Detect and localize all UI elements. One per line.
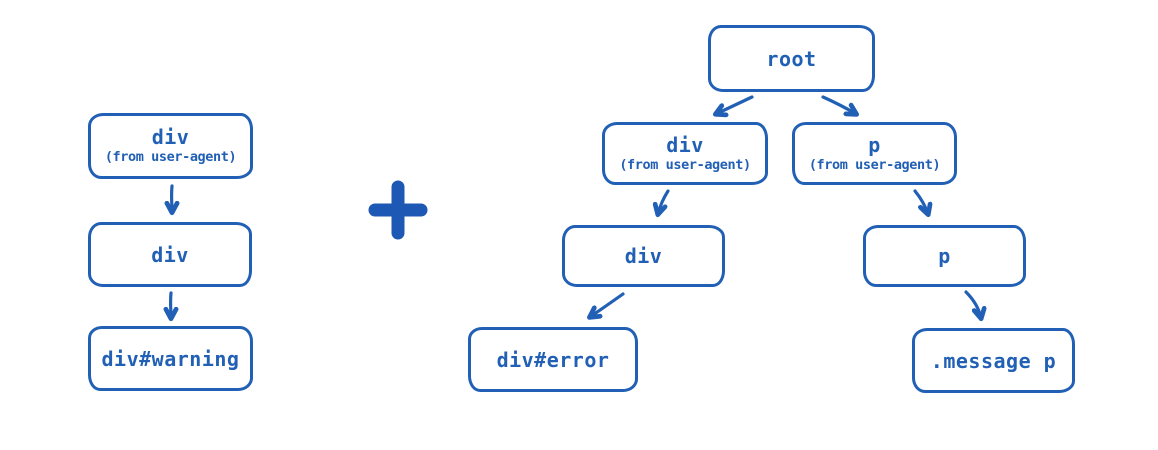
arrow-divua-to-div bbox=[658, 189, 670, 214]
arrow-pua-to-p bbox=[913, 189, 928, 214]
node-sublabel: (from user-agent) bbox=[104, 149, 237, 166]
tree2-node-message-p: .message p bbox=[912, 328, 1075, 393]
node-label: div bbox=[151, 125, 190, 150]
node-sublabel: (from user-agent) bbox=[808, 156, 941, 173]
tree2-node-root: root bbox=[708, 25, 875, 92]
tree1-node-div-user-agent: div (from user-agent) bbox=[88, 113, 253, 179]
node-label: div bbox=[666, 132, 704, 157]
tree2-node-p: p bbox=[863, 225, 1026, 287]
node-label: root bbox=[766, 46, 817, 71]
tree1-node-div: div bbox=[88, 222, 252, 287]
tree1-node-div-warning: div#warning bbox=[88, 326, 253, 391]
arrow-root-to-pua bbox=[821, 95, 856, 114]
node-label: div#error bbox=[496, 347, 610, 372]
plus-icon bbox=[368, 180, 428, 240]
node-label: p bbox=[938, 244, 951, 268]
arrow-p-to-messagep bbox=[964, 290, 981, 318]
tree2-node-p-user-agent: p (from user-agent) bbox=[792, 122, 957, 185]
node-sublabel: (from user-agent) bbox=[619, 156, 751, 173]
node-label: div bbox=[624, 244, 663, 268]
tree2-node-div: div bbox=[562, 225, 725, 287]
tree2-node-div-error: div#error bbox=[468, 327, 638, 392]
tree2-node-div-user-agent: div (from user-agent) bbox=[602, 122, 768, 185]
node-label: p bbox=[868, 132, 881, 157]
node-label: div#warning bbox=[101, 346, 240, 371]
arrow-root-to-divua bbox=[716, 95, 754, 114]
node-label: div bbox=[151, 242, 189, 267]
node-label: .message p bbox=[930, 348, 1057, 373]
arrow-div-to-diverror bbox=[590, 292, 625, 317]
